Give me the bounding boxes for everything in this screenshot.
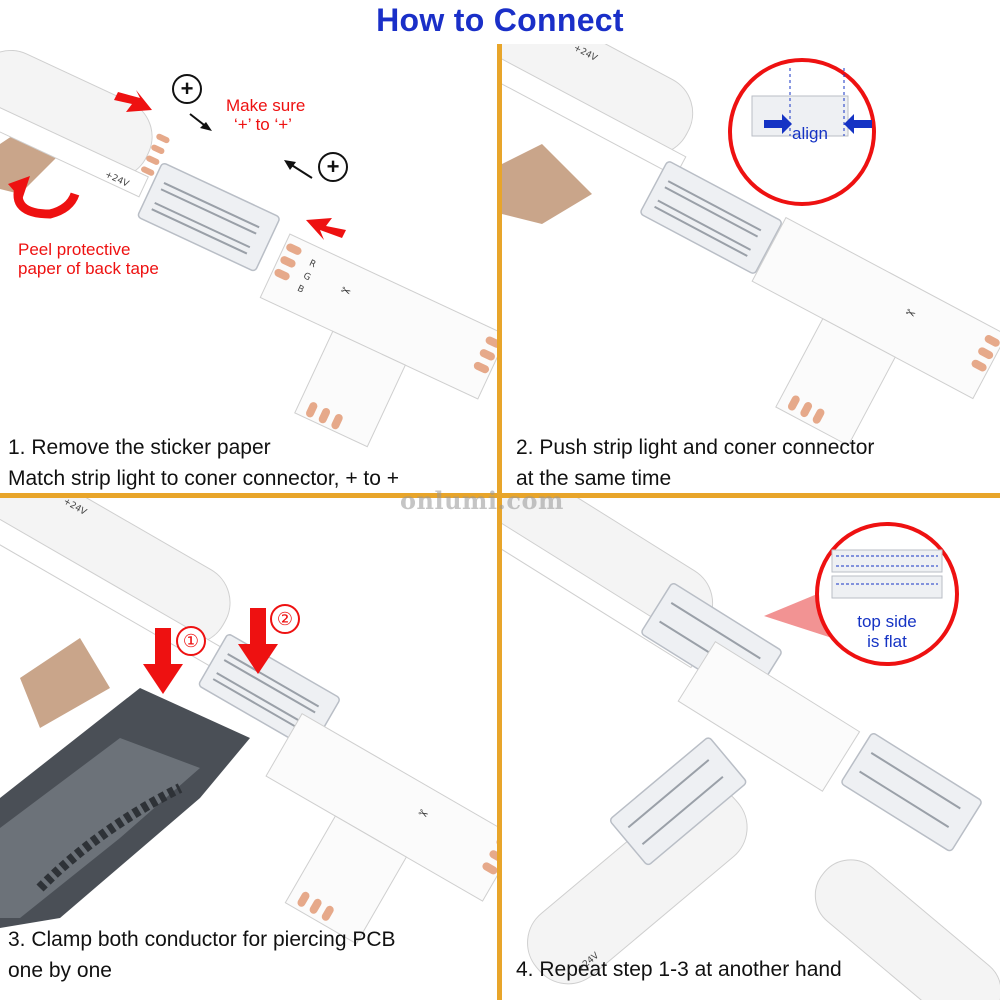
make-sure-line2: ‘+’ to ‘+’: [234, 115, 292, 134]
step2-illustration: +24V ✂: [502, 44, 1000, 447]
make-sure-line1: Make sure: [226, 96, 306, 115]
top-side-line1: top side: [857, 612, 917, 631]
backing-paper: [502, 144, 592, 224]
step4-caption: 4. Repeat step 1-3 at another hand: [516, 958, 842, 981]
step-badge-2: ②: [270, 604, 300, 634]
step3-caption-line1: 3. Clamp both conductor for piercing PCB: [8, 928, 396, 951]
push-arrow-icon: [114, 90, 152, 112]
led-strip-bottom: +24V: [527, 785, 748, 985]
step2-caption-line2: at the same time: [516, 467, 672, 490]
horizontal-divider: [0, 493, 1000, 498]
step1-panel: +24V R G B ✂: [0, 44, 497, 493]
direction-arrow-icon: [289, 163, 313, 179]
pad-label-g: G: [301, 271, 312, 283]
push-arrow-icon: [306, 218, 346, 240]
step2-caption: 2. Push strip light and coner connector …: [516, 432, 874, 493]
make-sure-note: Make sure ‘+’ to ‘+’: [226, 96, 305, 134]
align-arrow-icon: [764, 114, 792, 134]
corner-connector: [640, 161, 782, 274]
plus-icon: +: [318, 152, 348, 182]
t-pcb-board: [677, 640, 861, 792]
plus-icon: +: [172, 74, 202, 104]
step2-caption-line1: 2. Push strip light and coner connector: [516, 436, 875, 459]
step3-caption: 3. Clamp both conductor for piercing PCB…: [8, 924, 396, 986]
step1-caption-line2: Match strip light to coner connector, + …: [8, 467, 400, 490]
page-title: How to Connect: [376, 2, 624, 38]
align-arrow-icon: [844, 114, 872, 134]
corner-connector: [609, 737, 747, 866]
pad-label-r: R: [307, 259, 317, 271]
step2-panel: +24V ✂ align 2. Push stri: [502, 44, 1000, 493]
press-arrow-icon: [250, 608, 266, 644]
align-label: align: [792, 124, 828, 143]
peel-note: Peel protective paper of back tape: [18, 240, 159, 278]
vertical-divider: [497, 44, 502, 1000]
pad-label-b: B: [296, 284, 306, 296]
step1-caption-line1: 1. Remove the sticker paper: [8, 436, 271, 459]
press-arrow-icon: [155, 628, 171, 664]
zoom-pointer: [764, 592, 832, 638]
step4-panel: +24V top side is flat 4. Repeat step 1-3…: [502, 498, 1000, 1000]
top-side-line2: is flat: [867, 632, 907, 651]
step3-panel: +24V ✂ ① ② 3. Clamp: [0, 498, 497, 1000]
peel-arrow-icon: [13, 182, 80, 219]
t-pcb-board: ✂: [265, 713, 497, 945]
step1-caption: 1. Remove the sticker paper Match strip …: [8, 432, 399, 493]
corner-connector: [841, 733, 982, 852]
t-pcb-board: R G B ✂: [259, 233, 497, 448]
step3-caption-line2: one by one: [8, 959, 112, 982]
led-strip-right: [814, 859, 1000, 1000]
corner-connector: [137, 162, 280, 272]
peel-line1: Peel protective: [18, 240, 131, 259]
step-badge-1: ①: [176, 626, 206, 656]
step3-illustration: +24V ✂: [0, 498, 497, 945]
step4-illustration: +24V: [502, 498, 1000, 1000]
peel-line2: paper of back tape: [18, 259, 159, 278]
top-side-flat-label: top side is flat: [837, 612, 937, 652]
backing-paper: [20, 638, 110, 728]
led-strip: +24V: [0, 498, 231, 668]
t-pcb-board: ✂: [751, 216, 1000, 447]
watermark: onlumi.com: [400, 486, 564, 515]
step1-illustration: +24V R G B ✂: [0, 49, 497, 448]
